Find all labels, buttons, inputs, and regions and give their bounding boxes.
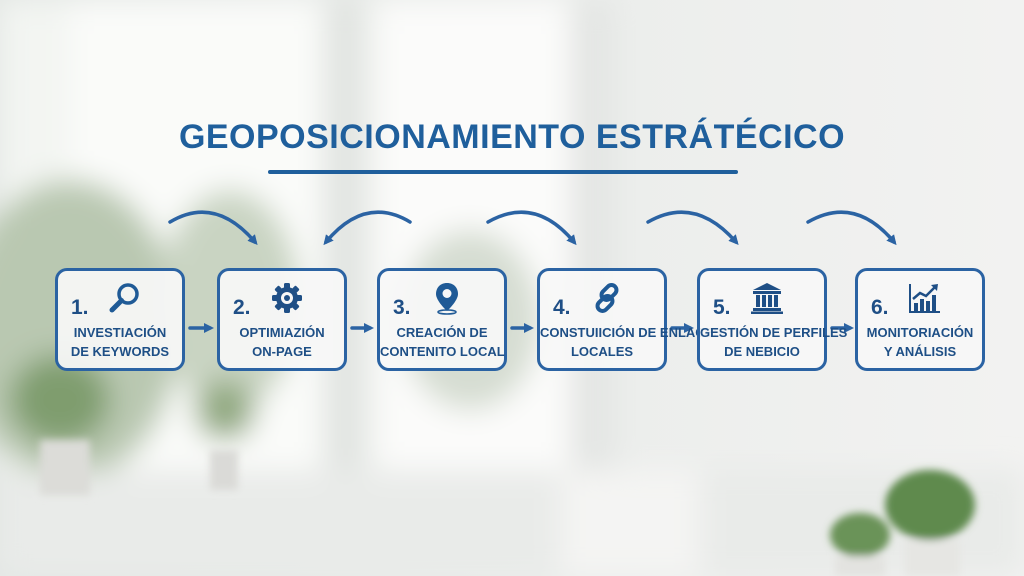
magnifier-icon: [109, 283, 139, 313]
gear-icon: [272, 283, 302, 313]
chain-link-icon: [595, 283, 619, 313]
step-number: 1.: [71, 296, 89, 319]
growth-chart-icon: [909, 284, 940, 313]
bank-building-icon: [751, 283, 783, 314]
location-pin-icon: [436, 283, 458, 315]
diagram-title: GEOPOSICIONAMIENTO ESTRÁTÉCICO: [178, 118, 846, 156]
step-number: 2.: [233, 296, 251, 319]
step-number: 3.: [393, 296, 411, 319]
title-underline: [268, 170, 738, 174]
step-number: 4.: [553, 296, 571, 319]
step-number: 6.: [871, 296, 889, 319]
step-number: 5.: [713, 296, 731, 319]
